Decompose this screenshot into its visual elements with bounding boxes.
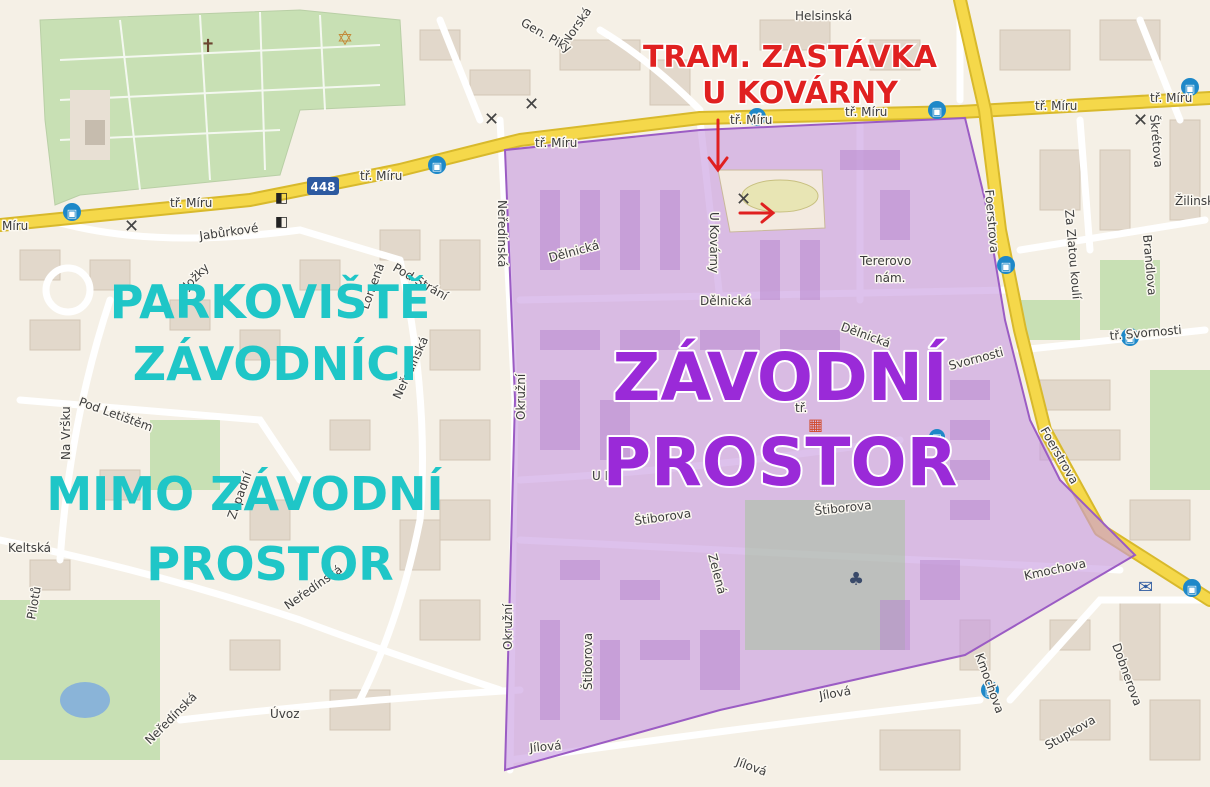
street-label: Neředínská: [495, 200, 509, 267]
street-label: Brandlova: [1140, 234, 1159, 296]
street-label: tř. Míru: [360, 169, 402, 183]
svg-text:▣: ▣: [1185, 82, 1195, 95]
street-label: U Ko: [592, 469, 619, 483]
street-label: tř. Míru: [170, 196, 212, 210]
cemetery-icon: ✝: [200, 36, 215, 57]
street-label: Okružní: [514, 373, 528, 420]
street-label: tř. Míru: [730, 113, 772, 127]
svg-text:▣: ▣: [1187, 583, 1197, 596]
street-label: nám.: [875, 271, 905, 285]
street-label: tř.: [795, 401, 807, 415]
tram-stop-icon: ▣: [1121, 328, 1139, 346]
tram-stop-icon: ▣: [1181, 78, 1199, 96]
street-label: Helsinská: [795, 9, 852, 23]
street-label: tř. Míru: [535, 136, 577, 150]
street-label: Míru: [2, 219, 28, 233]
tram-stop-icon: ▣: [63, 203, 81, 221]
tram-stop-icon: ▣: [928, 101, 946, 119]
park-area: [1020, 300, 1080, 340]
street-label: Tererovo: [859, 254, 911, 268]
tram-stop-icon: ▣: [929, 429, 945, 445]
restaurant-icon: ✕: [1133, 110, 1148, 131]
street-label: tř. Míru: [1035, 99, 1077, 113]
tram-stop-label-line1: TRAM. ZASTÁVKA: [643, 39, 938, 75]
parking-label-line1: PARKOVIŠTĚ: [110, 275, 431, 329]
outside-annotation: MIMO ZÁVODNÍ PROSTOR: [46, 467, 443, 591]
race-area: [503, 116, 1137, 772]
park-area: [1150, 370, 1210, 490]
street-label: tř. Míru: [845, 105, 887, 119]
park-inside: [745, 500, 905, 650]
tram-stop-label-line2: U KOVÁRNY: [702, 75, 899, 111]
street-label: Keltská: [8, 541, 51, 555]
cemetery-area: [39, 9, 406, 206]
restaurant-icon: ✕: [524, 94, 539, 115]
street-label: Dělnická: [700, 294, 752, 308]
svg-text:▣: ▣: [932, 105, 942, 118]
street-label: Na Vršku: [59, 406, 73, 460]
street-label: Okružní: [501, 603, 515, 650]
park-area: [0, 600, 160, 760]
svg-text:▣: ▣: [752, 112, 762, 125]
tram-stop-icon: ▣: [1183, 579, 1201, 597]
restaurant-icons: ✕ ✕ ✕ ✕ ✕: [124, 94, 1148, 237]
race-area-annotation: ZÁVODNÍ PROSTOR: [601, 336, 960, 503]
tram-stop-icon: ▣: [981, 681, 999, 699]
playground-icon: ♣: [848, 569, 864, 590]
tram-stop-arrow-down: [707, 118, 729, 173]
park-area: [150, 420, 220, 490]
restaurant-icon: ✕: [736, 189, 751, 210]
race-area-label-line2: PROSTOR: [603, 424, 958, 501]
tram-stop-icons: ▣ ▣ ▣ ▣ ▣ ▣ ▣ ▣ ▣ ▣: [63, 78, 1201, 699]
tram-stop-icon: ▣: [997, 256, 1015, 274]
street-label: Štiborova: [580, 633, 595, 690]
street-label: Úvoz: [270, 706, 300, 721]
street-label: Škrétova: [1147, 114, 1167, 168]
roundabout: [42, 264, 94, 316]
street-label: Foerstrova: [982, 189, 1001, 254]
svg-text:448: 448: [310, 180, 335, 194]
road-shield-448: 448: [307, 177, 339, 195]
outside-label-line2: PROSTOR: [146, 537, 393, 591]
street-label: tř. Míru: [1150, 91, 1192, 105]
parking-annotation: PARKOVIŠTĚ ZÁVODNÍCI: [110, 275, 431, 391]
playground-oval: [741, 179, 819, 213]
svg-text:▣: ▣: [1001, 260, 1011, 273]
shopping-icon: ▦: [808, 415, 823, 434]
parking-label-line2: ZÁVODNÍCI: [133, 337, 417, 391]
tram-stop-annotation: TRAM. ZASTÁVKA U KOVÁRNY: [641, 38, 939, 224]
tram-stop-icon: ▣: [748, 108, 766, 126]
shield-icon: ◧: [275, 190, 288, 206]
star-of-david-icon: ✡: [337, 26, 354, 50]
svg-text:▣: ▣: [432, 160, 442, 173]
pond: [60, 682, 110, 718]
svg-text:▣: ▣: [67, 207, 77, 220]
tram-stop-arrow-right: [738, 202, 776, 224]
restaurant-icon: ✕: [484, 109, 499, 130]
restaurant-icon: ✕: [124, 216, 139, 237]
svg-text:▣: ▣: [932, 433, 941, 444]
post-office-icon: ✉: [1138, 577, 1153, 598]
shield-icon: ◧: [275, 214, 288, 230]
street-label: Žilinská: [1175, 193, 1210, 208]
park-area: [1100, 260, 1160, 330]
svg-text:▣: ▣: [985, 685, 995, 698]
outside-label-line1: MIMO ZÁVODNÍ: [46, 467, 443, 521]
svg-text:▣: ▣: [1125, 332, 1135, 345]
race-area-label-line1: ZÁVODNÍ: [612, 338, 947, 416]
street-label: U Kovárny: [707, 212, 721, 273]
street-label: Jílová: [528, 738, 562, 755]
tram-stop-icon: ▣: [428, 156, 446, 174]
